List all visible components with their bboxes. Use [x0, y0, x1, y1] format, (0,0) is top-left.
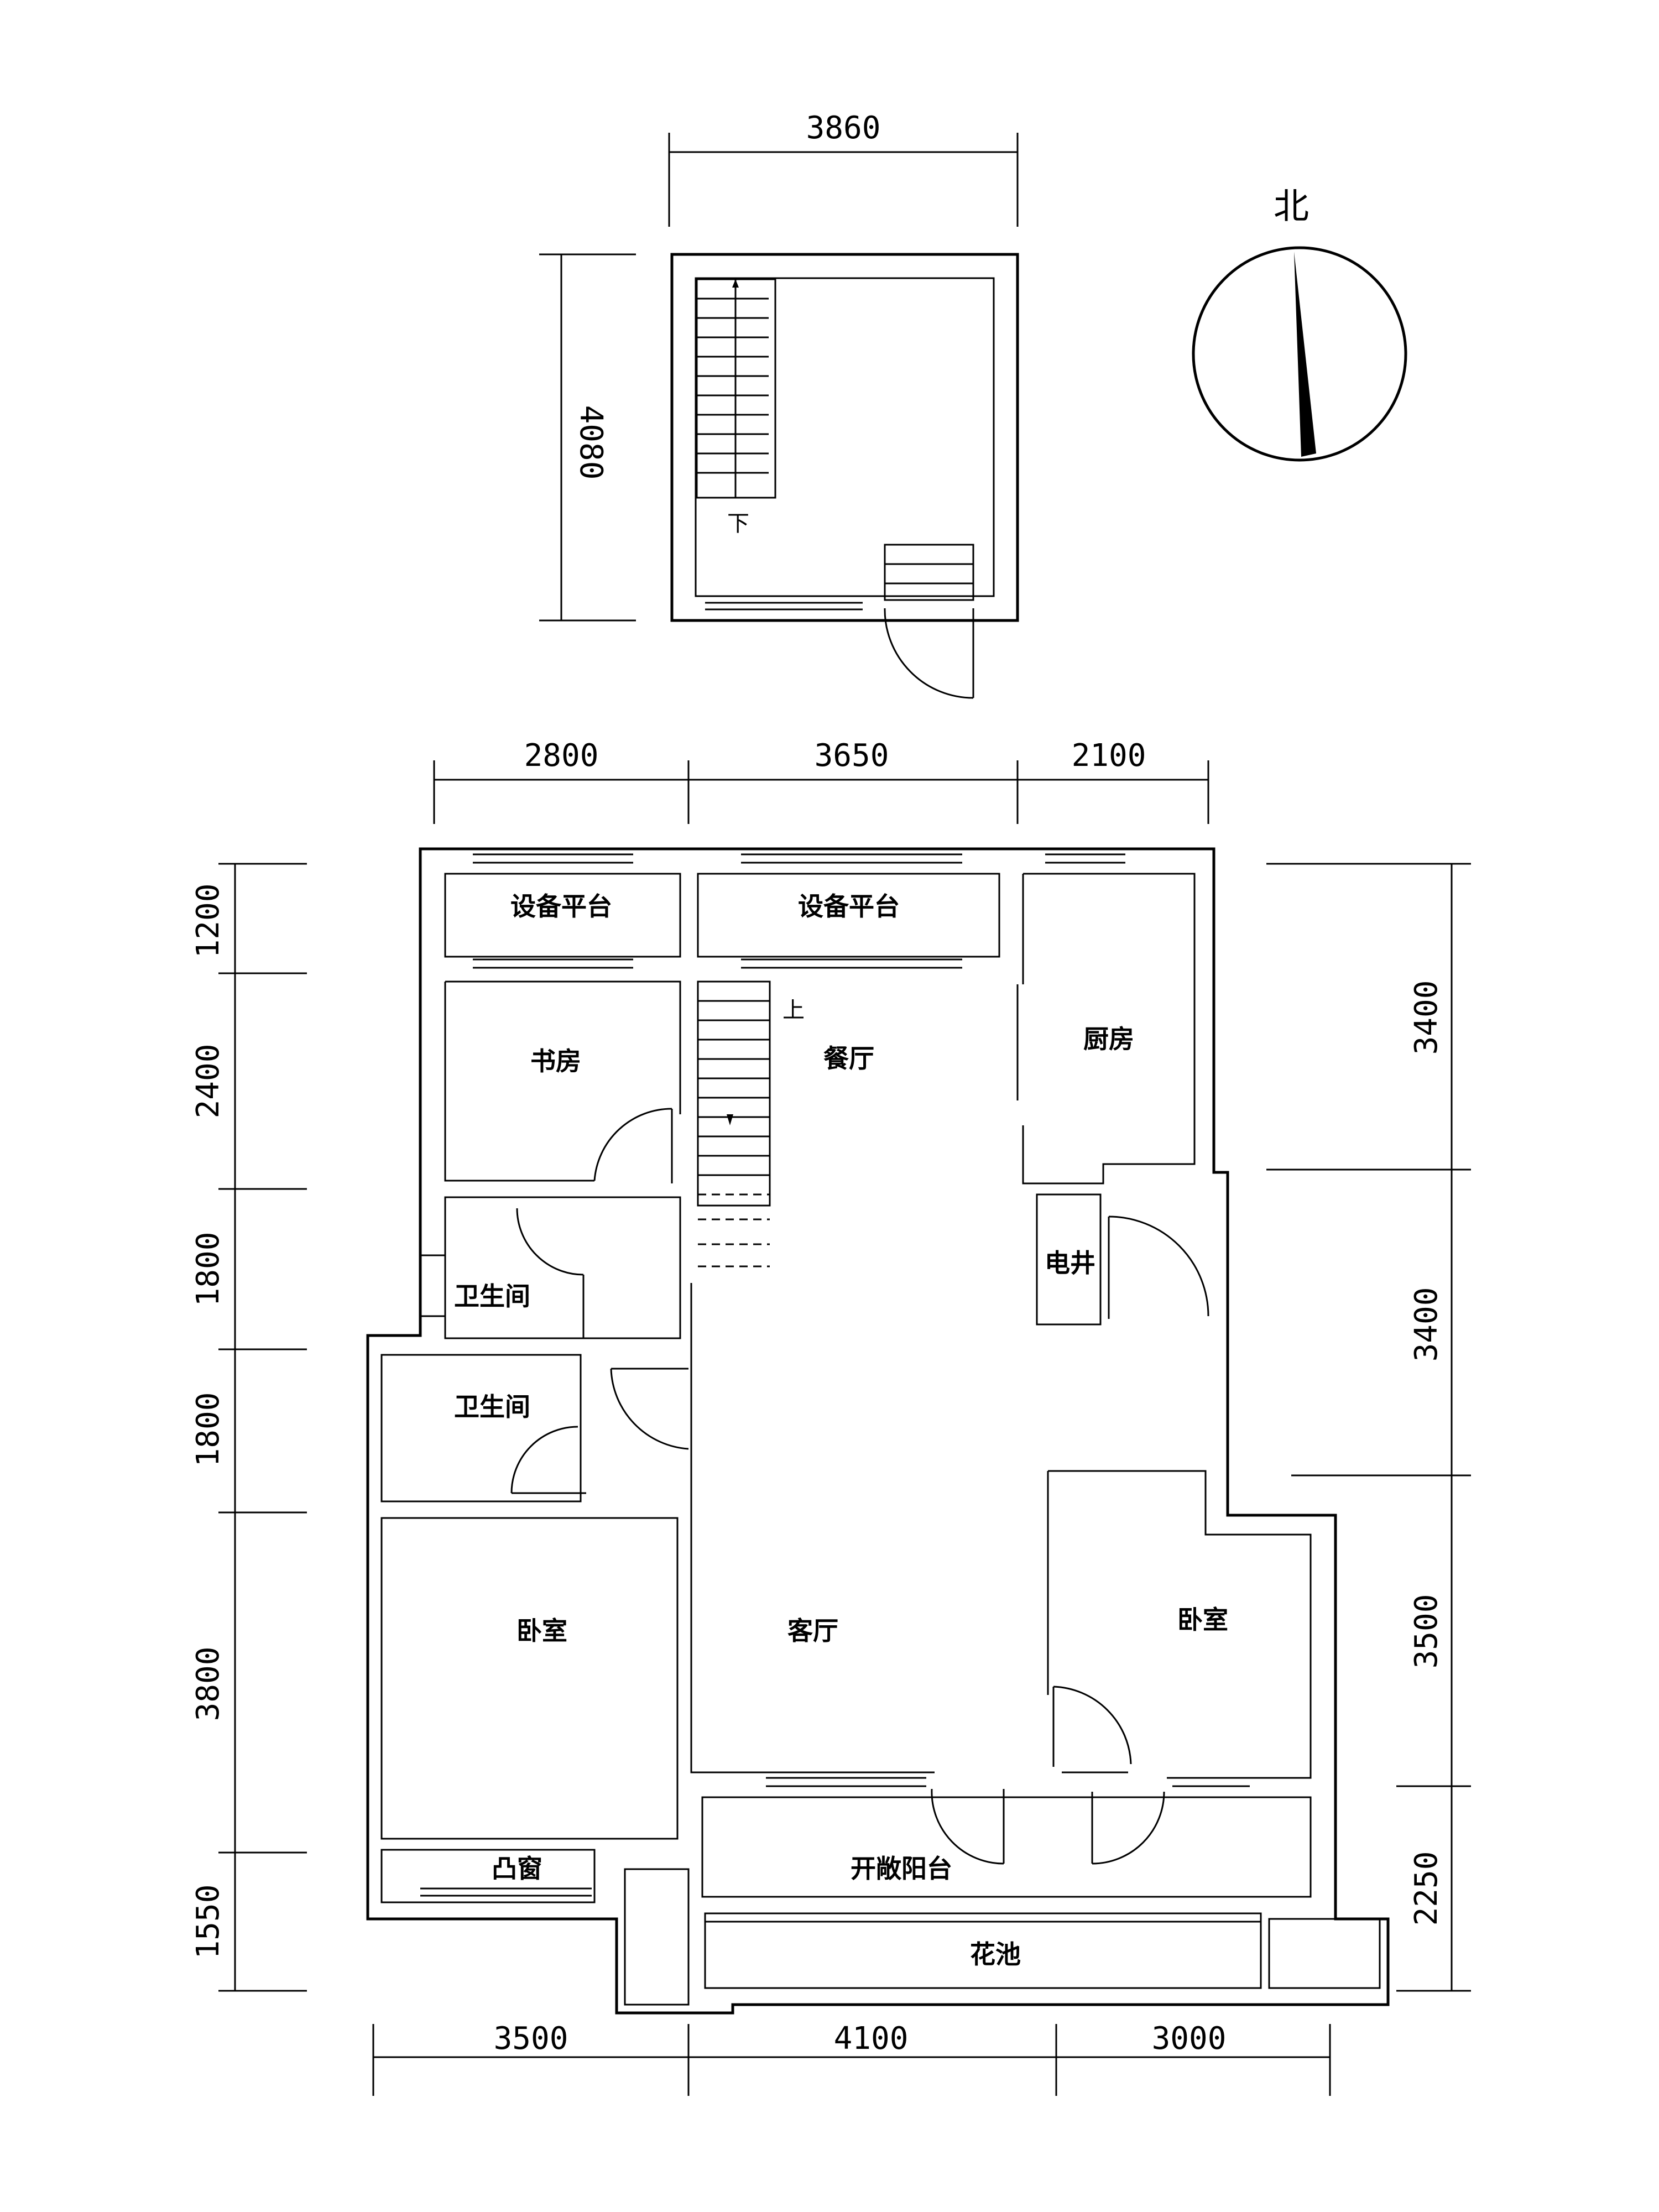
- dim-bottom-1: 3500: [494, 2021, 568, 2057]
- upper-outer-wall: [670, 253, 1019, 622]
- label-dining-room: 餐厅: [823, 1044, 874, 1073]
- dim-left-6: 1550: [190, 1885, 226, 1959]
- main-stair: [697, 980, 771, 1207]
- balcony-door-swing-2: [1092, 1791, 1165, 1865]
- north-arrow: 北: [1192, 186, 1407, 462]
- hall-door-swing: [610, 1368, 689, 1450]
- upper-height-dim: 4080: [573, 405, 609, 480]
- bedroom-1-walls: [380, 1517, 679, 1840]
- label-study: 书房: [530, 1046, 581, 1076]
- bedroom-2-door-swing: [1053, 1686, 1132, 1765]
- label-kitchen: 厨房: [1083, 1024, 1134, 1054]
- upper-width-dim: 3860: [806, 110, 881, 146]
- study-door-swing: [593, 1108, 672, 1181]
- upper-floor-plan: 3860 4080 下: [539, 110, 1019, 699]
- label-open-balcony: 开敞阳台: [851, 1854, 952, 1884]
- bathroom-2-door-swing: [510, 1426, 578, 1494]
- label-stair-up: 上: [782, 998, 805, 1023]
- dim-right-2: 3400: [1408, 1287, 1444, 1362]
- north-label: 北: [1274, 186, 1309, 227]
- bedroom-2-walls: [1047, 1470, 1312, 1779]
- open-balcony-walls: [701, 1796, 1312, 1898]
- outer-wall: [366, 847, 1390, 2015]
- north-needle-icon: [1294, 252, 1316, 457]
- electric-shaft-walls: [1036, 1193, 1102, 1326]
- label-flower-bed: 花池: [970, 1939, 1021, 1969]
- dim-right-3: 3500: [1408, 1594, 1444, 1669]
- dim-left-3: 1800: [190, 1232, 226, 1307]
- bathroom-2-walls: [380, 1354, 582, 1503]
- label-living-room: 客厅: [787, 1616, 838, 1646]
- dim-top-3: 2100: [1072, 738, 1146, 774]
- label-bay-window: 凸窗: [492, 1854, 542, 1884]
- room-labels: 设备平台 设备平台 书房 餐厅 上 厨房 卫生间 卫生间 电井 卧室 客厅 卧室…: [454, 891, 1228, 1969]
- label-bathroom-2: 卫生间: [454, 1392, 530, 1422]
- sw-planter: [624, 1868, 690, 2006]
- kitchen-walls: [1022, 873, 1196, 1185]
- exit-steps: [884, 544, 974, 601]
- label-bedroom-1: 卧室: [517, 1616, 567, 1646]
- study-walls: [444, 980, 681, 1182]
- label-electric-shaft: 电井: [1045, 1248, 1095, 1278]
- dim-left-2: 2400: [190, 1044, 226, 1119]
- stair-treads: [697, 298, 769, 474]
- bathroom-1-door-swing: [516, 1208, 584, 1276]
- upper-inner-wall: [695, 277, 995, 597]
- main-stair-arrow-icon: [727, 1114, 733, 1125]
- dim-top-2: 3650: [815, 738, 889, 774]
- balcony-windows: [766, 1777, 1250, 1787]
- dim-left-5: 3800: [190, 1647, 226, 1721]
- bay-window-glass: [420, 1887, 592, 1897]
- bathroom-1-window: [419, 1254, 446, 1317]
- flower-bed-walls: [704, 1912, 1262, 1989]
- label-bedroom-2: 卧室: [1177, 1605, 1228, 1635]
- dim-right-1: 3400: [1408, 980, 1444, 1055]
- bathroom-1-walls: [444, 1196, 681, 1339]
- label-equipment-platform-2: 设备平台: [798, 891, 900, 921]
- label-equipment-platform-1: 设备平台: [510, 891, 612, 921]
- dim-top-1: 2800: [524, 738, 599, 774]
- balcony-door-swing-1: [931, 1788, 1004, 1865]
- east-door-swing: [1108, 1215, 1209, 1317]
- main-dimensions: 2800 3650 2100 3500 4100 3000 1200 2400 …: [190, 738, 1471, 2096]
- equipment-platform-1: [444, 873, 681, 958]
- dim-right-4: 2250: [1408, 1851, 1444, 1926]
- compass-circle: [1192, 246, 1407, 462]
- upper-stair-label: 下: [727, 511, 749, 536]
- dim-bottom-3: 3000: [1152, 2021, 1227, 2057]
- door-swing: [884, 608, 974, 699]
- label-bathroom-1: 卫生间: [454, 1281, 530, 1311]
- bay-window-walls: [380, 1849, 596, 1903]
- se-planter: [1268, 1918, 1381, 1989]
- dim-bottom-2: 4100: [834, 2021, 909, 2057]
- stair-arrow-icon: [732, 279, 739, 288]
- dim-left-1: 1200: [190, 884, 226, 958]
- dim-left-4: 1800: [190, 1392, 226, 1467]
- main-floor-walls: [366, 847, 1390, 2015]
- living-room-walls: [690, 1283, 1128, 1773]
- equipment-platform-2: [697, 873, 1000, 958]
- main-stair-treads: [698, 1000, 770, 1267]
- top-windows: [473, 853, 1125, 969]
